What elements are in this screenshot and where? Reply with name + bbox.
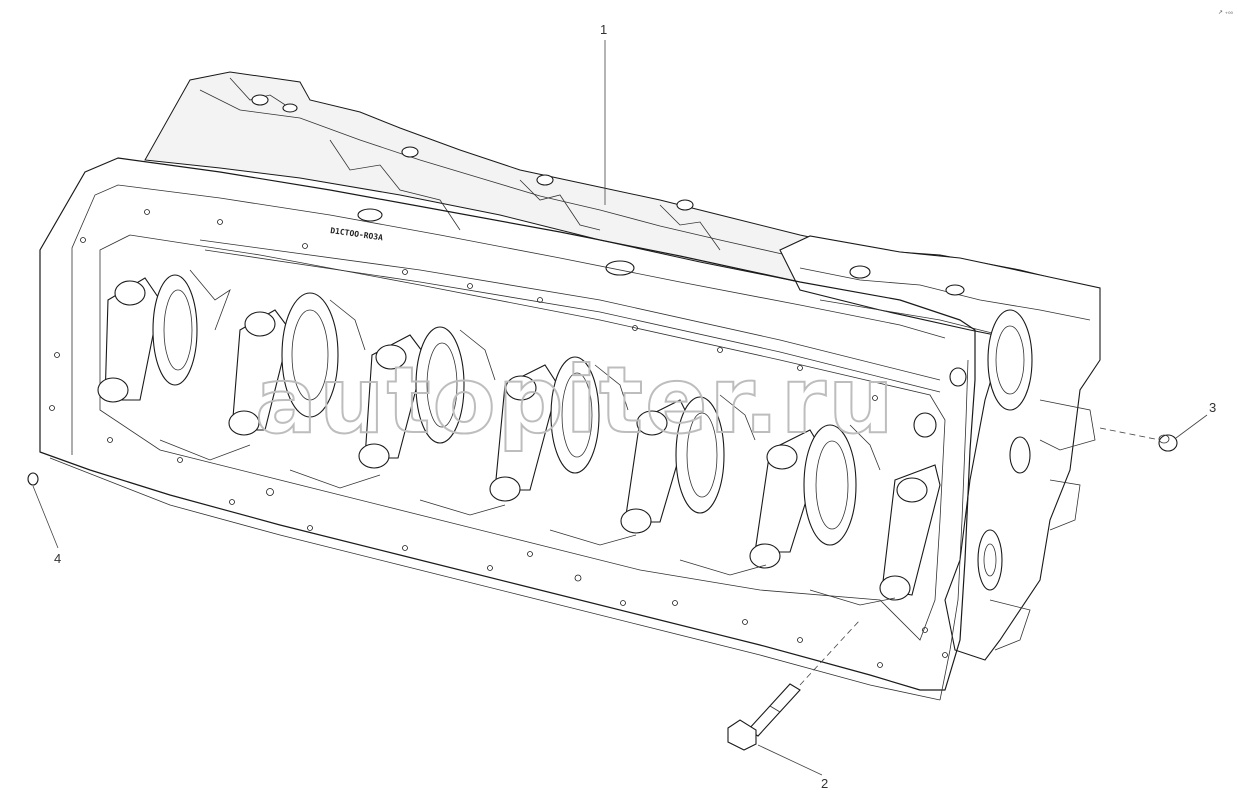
corner-mark: ↗ ₊₀₀: [1218, 9, 1234, 16]
callout-3: 3: [1209, 400, 1216, 415]
bolt-part: [727, 683, 801, 751]
engine-block-illustration: D1CTOO-RO3A: [39, 71, 1101, 701]
callout-4: 4: [54, 551, 61, 566]
bolt-axis-line: [799, 619, 861, 686]
cap-bolt-heads: [97, 280, 928, 601]
flange-bolt-holes: [49, 209, 948, 668]
callout-2: 2: [821, 776, 828, 791]
leader-lines: [32, 40, 1208, 776]
seal-part: [27, 472, 39, 486]
block-stamp: D1CTOO-RO3A: [330, 226, 384, 242]
crank-webs: [159, 269, 896, 606]
plug-axis-line: [1099, 427, 1161, 441]
plug-part: [1158, 434, 1178, 452]
block-pan-flange: [39, 157, 976, 691]
callout-1: 1: [600, 22, 607, 37]
watermark-text: autopiter.ru: [255, 347, 896, 454]
